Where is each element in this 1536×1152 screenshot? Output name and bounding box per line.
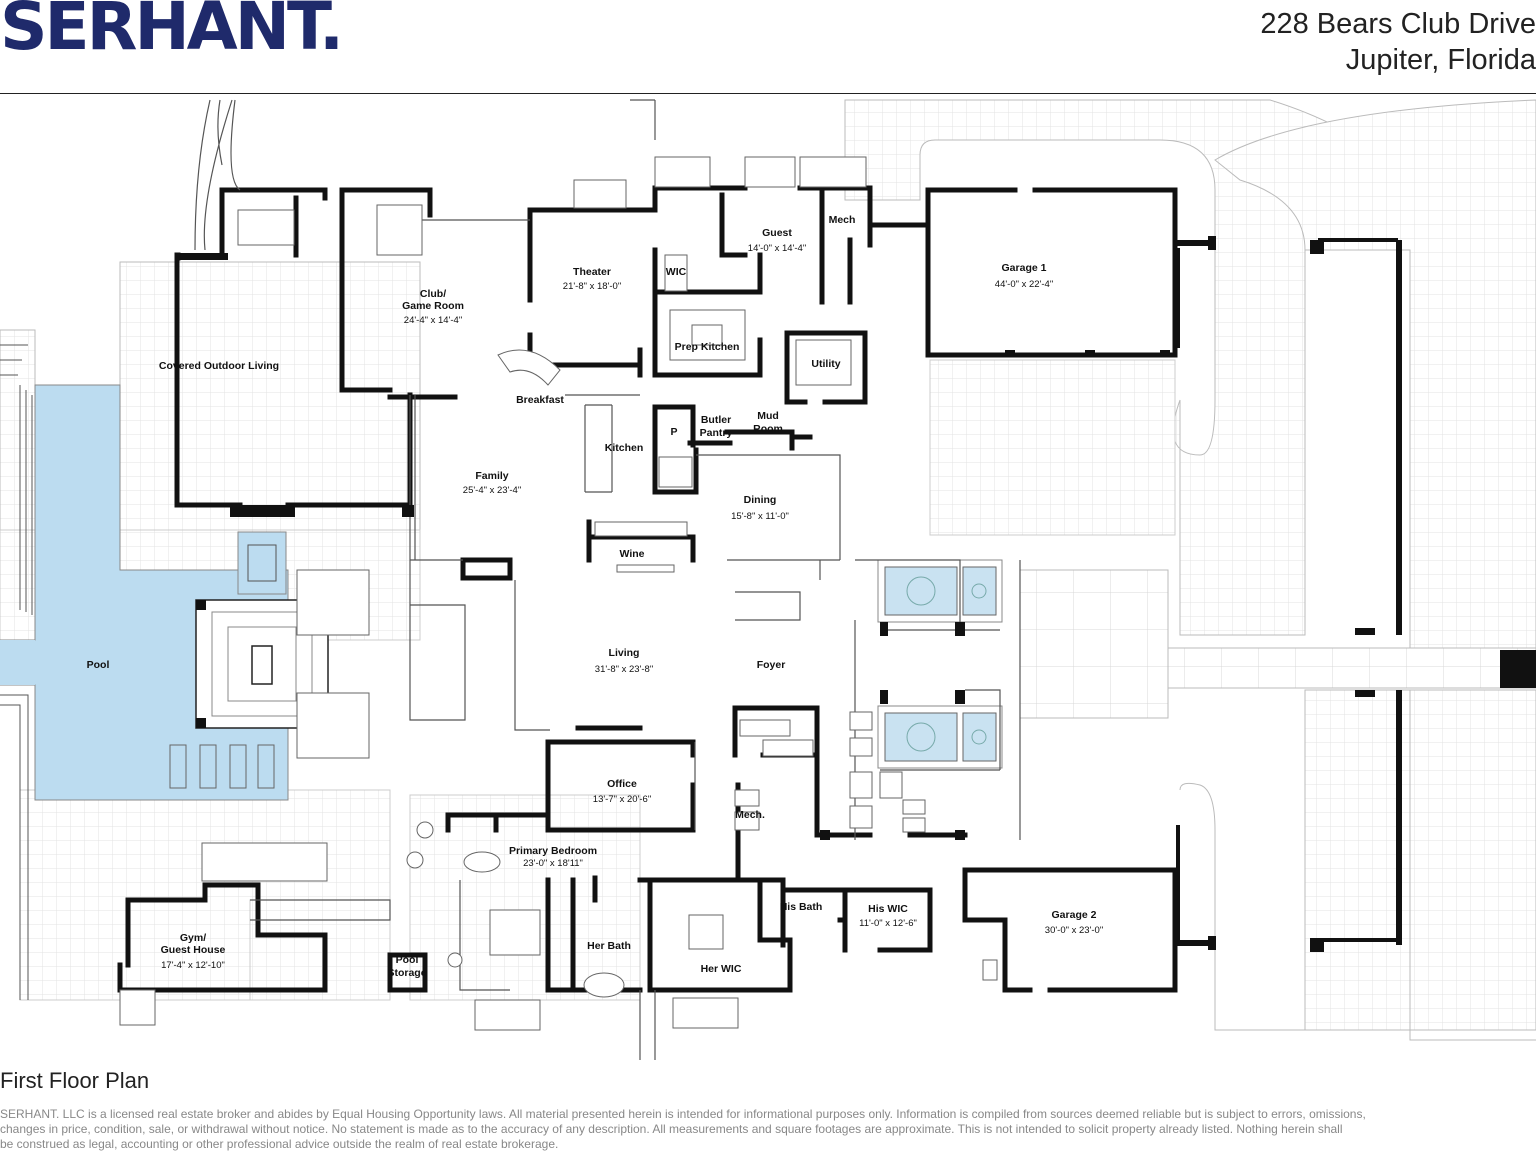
- label-mud-2: Room: [753, 423, 783, 435]
- water-features: [877, 559, 1003, 769]
- label-mech2: Mech.: [735, 809, 765, 821]
- label-pool: Pool: [87, 659, 110, 671]
- label-kitchen: Kitchen: [605, 442, 644, 454]
- floor-plan: Club/ Game Room 24'-4" x 14'-4" Theater …: [0, 99, 1536, 1060]
- label-pool-storage: Pool: [396, 954, 419, 966]
- label-utility: Utility: [811, 358, 840, 370]
- label-his-wic: His WIC: [868, 903, 908, 915]
- label-mud: Mud: [757, 410, 779, 422]
- dims-theater: 21'-8" x 18'-0": [563, 281, 621, 292]
- room-labels: Club/ Game Room 24'-4" x 14'-4" Theater …: [87, 214, 1104, 979]
- label-guest: Guest: [762, 227, 792, 239]
- address-line-1: 228 Bears Club Drive: [1260, 8, 1536, 40]
- label-her-bath: Her Bath: [587, 940, 631, 952]
- label-theater: Theater: [573, 266, 611, 278]
- label-butler-2: Pantry: [700, 427, 733, 439]
- label-his-bath: His Bath: [780, 901, 823, 913]
- dims-garage1: 44'-0" x 22'-4": [995, 279, 1053, 290]
- address-line-2: Jupiter, Florida: [1345, 44, 1536, 76]
- label-wine: Wine: [620, 548, 645, 560]
- label-gym: Gym/: [180, 932, 206, 944]
- dims-living: 31'-8" x 23'-8": [595, 664, 653, 675]
- label-pool-storage-2: Storage: [387, 967, 426, 979]
- dims-garage2: 30'-0" x 23'-0": [1045, 925, 1103, 936]
- fixtures: [119, 156, 998, 1031]
- label-pantry: P: [670, 426, 677, 438]
- header-divider: [0, 93, 1536, 94]
- dims-family: 25'-4" x 23'-4": [463, 485, 521, 496]
- label-garage1: Garage 1: [1002, 262, 1047, 274]
- label-wic: WIC: [666, 266, 687, 278]
- dims-primary-bedroom: 23'-0" x 18'11": [523, 858, 583, 869]
- label-breakfast: Breakfast: [516, 394, 564, 406]
- label-foyer: Foyer: [757, 659, 786, 671]
- label-office: Office: [607, 778, 637, 790]
- plan-title: First Floor Plan: [0, 1068, 150, 1093]
- label-primary-bedroom: Primary Bedroom: [509, 845, 597, 857]
- disclaimer-line-1: SERHANT. LLC is a licensed real estate b…: [0, 1107, 1366, 1121]
- label-living: Living: [609, 647, 640, 659]
- disclaimer-line-2: changes in price, condition, sale, or wi…: [0, 1122, 1343, 1136]
- label-covered-outdoor: Covered Outdoor Living: [159, 360, 279, 372]
- label-family: Family: [475, 470, 508, 482]
- disclaimer: SERHANT. LLC is a licensed real estate b…: [0, 1107, 1536, 1152]
- pool-area: [0, 344, 370, 1000]
- label-prep-kitchen: Prep Kitchen: [675, 341, 740, 353]
- brand-logo: SERHANT.: [0, 0, 344, 65]
- dims-gym: 17'-4" x 12'-10": [161, 960, 225, 971]
- label-garage2: Garage 2: [1052, 909, 1097, 921]
- label-dining: Dining: [744, 494, 777, 506]
- label-club-2: Game Room: [402, 300, 464, 312]
- label-her-wic: Her WIC: [701, 963, 742, 975]
- label-butler: Butler: [701, 414, 731, 426]
- label-mech: Mech: [829, 214, 856, 226]
- dims-guest: 14'-0" x 14'-4": [748, 243, 806, 254]
- interior-lines: [194, 99, 1021, 1060]
- dims-club: 24'-4" x 14'-4": [404, 315, 462, 326]
- disclaimer-line-3: be construed as legal, accounting or oth…: [0, 1137, 559, 1151]
- dims-dining: 15'-8" x 11'-0": [731, 511, 789, 522]
- label-club: Club/: [420, 288, 446, 300]
- dims-office: 13'-7" x 20'-6": [593, 794, 651, 805]
- dims-his-wic: 11'-0" x 12'-6": [859, 918, 917, 929]
- label-gym-2: Guest House: [161, 944, 226, 956]
- door-markers: [180, 236, 1536, 952]
